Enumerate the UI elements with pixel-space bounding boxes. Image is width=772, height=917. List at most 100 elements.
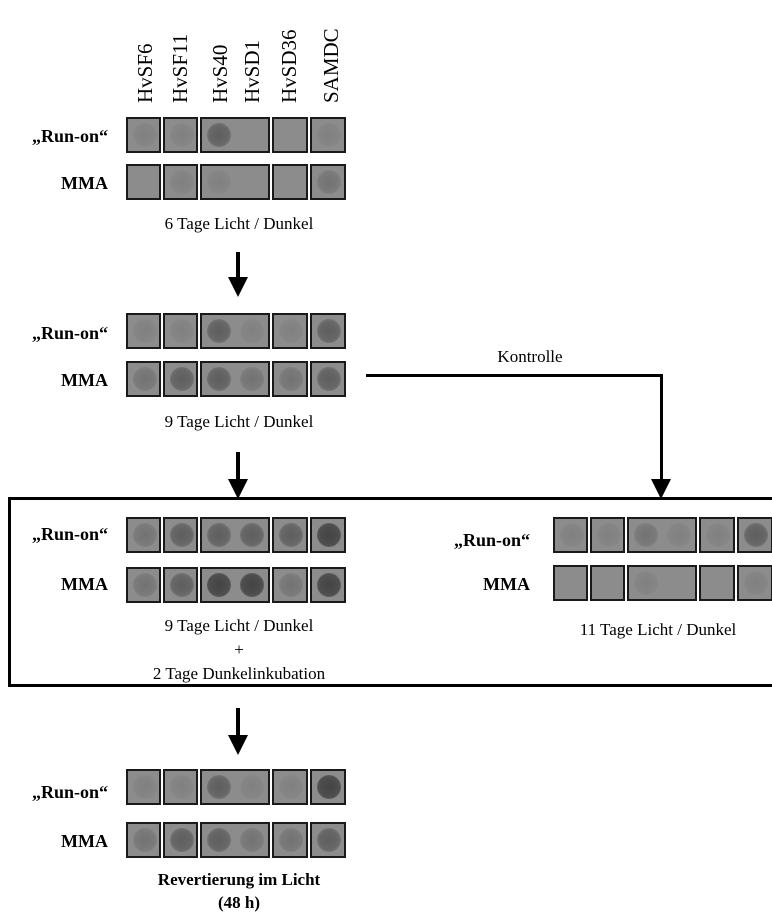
blot-panel xyxy=(310,822,346,858)
caption-9-days: 9 Tage Licht / Dunkel xyxy=(164,412,314,431)
arrow-down-icon xyxy=(228,277,248,297)
row-label-run-on: „Run-on“ xyxy=(31,782,108,802)
blot-panel xyxy=(310,567,346,603)
row-label-mma: MMA xyxy=(61,173,108,193)
blot-spot xyxy=(170,170,194,194)
blot-panel xyxy=(126,117,161,153)
blot-spot xyxy=(240,319,264,343)
blot-spot xyxy=(207,775,231,799)
caption-plus: + xyxy=(234,640,244,659)
blot-spot xyxy=(133,828,157,852)
blot-panel xyxy=(310,164,346,200)
blot-spot xyxy=(240,828,264,852)
blot-run-on-6d xyxy=(126,117,348,153)
blot-panel xyxy=(272,517,308,553)
caption-9-days: 9 Tage Licht / Dunkel xyxy=(164,616,314,635)
blot-panel xyxy=(590,565,625,601)
blot-spot xyxy=(317,775,341,799)
blot-panel xyxy=(699,517,735,553)
blot-spot xyxy=(170,775,194,799)
blot-panel xyxy=(200,517,270,553)
caption-reversion-duration: (48 h) xyxy=(217,893,261,912)
row-label-mma: MMA xyxy=(61,831,108,851)
blot-panel xyxy=(163,313,198,349)
blot-panel xyxy=(200,164,270,200)
blot-spot xyxy=(744,523,768,547)
arrow-down-icon xyxy=(228,735,248,755)
blot-spot xyxy=(170,828,194,852)
blot-panel xyxy=(310,769,346,805)
blot-panel xyxy=(310,117,346,153)
blot-spot xyxy=(279,367,303,391)
row-label-mma: MMA xyxy=(61,574,108,594)
blot-spot xyxy=(240,775,264,799)
caption-6-days: 6 Tage Licht / Dunkel xyxy=(164,214,314,233)
column-header-hvs40: HvS40 xyxy=(208,44,232,103)
blot-mma-revert xyxy=(126,822,348,858)
blot-run-on-dark xyxy=(126,517,348,553)
blot-panel xyxy=(163,117,198,153)
blot-panel xyxy=(126,164,161,200)
blot-panel xyxy=(200,313,270,349)
arrow-down-icon xyxy=(228,479,248,499)
blot-panel xyxy=(163,517,198,553)
blot-spot xyxy=(317,123,341,147)
row-label-run-on: „Run-on“ xyxy=(31,126,108,146)
control-connector xyxy=(366,374,663,377)
row-label-run-on: „Run-on“ xyxy=(31,524,108,544)
blot-spot xyxy=(207,170,231,194)
dark-incubation-frame xyxy=(8,497,772,687)
blot-panel xyxy=(200,361,270,397)
blot-panel xyxy=(200,822,270,858)
blot-mma-6d xyxy=(126,164,348,200)
blot-spot xyxy=(170,319,194,343)
blot-panel xyxy=(126,822,161,858)
blot-spot xyxy=(207,828,231,852)
blot-spot xyxy=(133,573,157,597)
blot-panel xyxy=(163,822,198,858)
blot-panel xyxy=(126,361,161,397)
blot-mma-9d xyxy=(126,361,348,397)
blot-spot xyxy=(170,367,194,391)
blot-spot xyxy=(744,571,768,595)
blot-panel xyxy=(272,769,308,805)
arrow-shaft xyxy=(236,252,240,278)
row-label-mma: MMA xyxy=(483,574,530,594)
blot-spot xyxy=(133,319,157,343)
blot-panel xyxy=(310,313,346,349)
blot-spot xyxy=(279,573,303,597)
blot-panel xyxy=(163,769,198,805)
blot-mma-11d xyxy=(553,565,772,601)
blot-spot xyxy=(133,523,157,547)
blot-spot xyxy=(207,319,231,343)
blot-panel xyxy=(272,567,308,603)
blot-panel xyxy=(163,361,198,397)
row-label-run-on: „Run-on“ xyxy=(453,530,530,550)
blot-spot xyxy=(170,573,194,597)
blot-panel xyxy=(126,517,161,553)
column-header-hvsf6: HvSF6 xyxy=(133,43,157,103)
blot-spot xyxy=(207,367,231,391)
blot-panel xyxy=(553,517,588,553)
blot-spot xyxy=(597,523,621,547)
blot-panel xyxy=(126,567,161,603)
blot-spot xyxy=(706,523,730,547)
caption-11-days: 11 Tage Licht / Dunkel xyxy=(579,620,737,639)
blot-spot xyxy=(279,319,303,343)
blot-panel xyxy=(272,164,308,200)
blot-spot xyxy=(207,123,231,147)
blot-spot xyxy=(133,367,157,391)
blot-spot xyxy=(240,523,264,547)
control-label: Kontrolle xyxy=(497,347,563,366)
blot-spot xyxy=(133,123,157,147)
arrow-down-icon xyxy=(651,479,671,499)
blot-panel xyxy=(272,361,308,397)
blot-panel xyxy=(627,517,697,553)
blot-spot xyxy=(317,573,341,597)
blot-spot xyxy=(170,523,194,547)
blot-panel xyxy=(699,565,735,601)
blot-panel xyxy=(126,769,161,805)
blot-spot xyxy=(170,123,194,147)
blot-spot xyxy=(279,523,303,547)
blot-panel xyxy=(163,164,198,200)
